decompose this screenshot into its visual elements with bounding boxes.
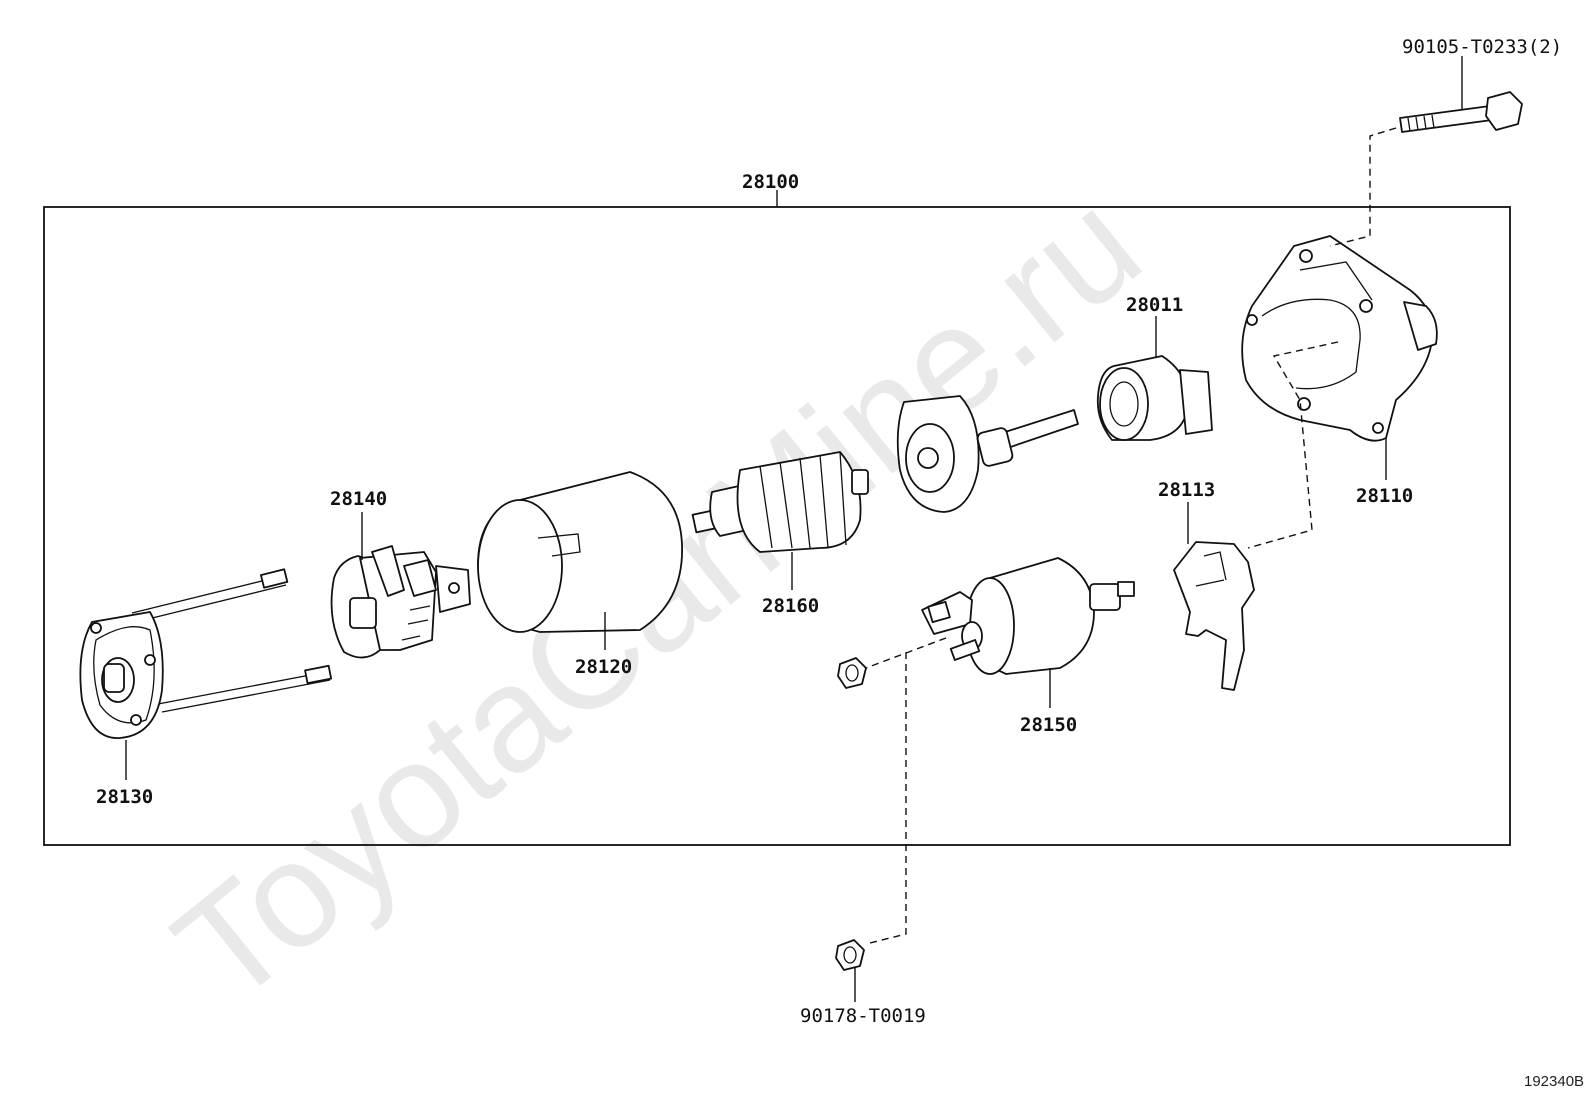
label-28110[interactable]: 28110 (1356, 485, 1413, 507)
label-90178-T0019[interactable]: 90178-T0019 (800, 1005, 926, 1027)
part-28160-armature[interactable] (691, 451, 869, 553)
label-28113[interactable]: 28113 (1158, 479, 1215, 501)
label-28160[interactable]: 28160 (762, 595, 819, 617)
part-28011-clutch[interactable] (1096, 355, 1213, 441)
dash-housing-to-lever (1247, 341, 1339, 549)
part-28140-brush-holder[interactable] (330, 545, 471, 659)
label-assembly[interactable]: 28100 (742, 171, 799, 193)
part-90178-T0019-nut[interactable] (835, 939, 865, 971)
part-28120-yoke[interactable] (477, 471, 683, 633)
label-28011[interactable]: 28011 (1126, 294, 1183, 316)
label-28120[interactable]: 28120 (575, 656, 632, 678)
part-28113-drive-lever[interactable] (1173, 541, 1255, 691)
part-28130-end-frame[interactable] (79, 568, 333, 739)
label-28140[interactable]: 28140 (330, 488, 387, 510)
part-nut-solenoid[interactable] (837, 657, 867, 689)
part-center-bracket-shaft[interactable] (896, 395, 1079, 513)
part-90105-T0233-bolt[interactable] (1399, 91, 1523, 133)
reference-code: 192340B (1524, 1073, 1584, 1090)
dash-nut-vertical (865, 652, 907, 945)
label-28150[interactable]: 28150 (1020, 714, 1077, 736)
dash-bolt-to-housing (1329, 127, 1397, 247)
part-28110-drive-housing[interactable] (1241, 235, 1438, 442)
part-28150-solenoid[interactable] (921, 557, 1135, 675)
label-90105-T0233[interactable]: 90105-T0233(2) (1402, 36, 1562, 58)
label-28130[interactable]: 28130 (96, 786, 153, 808)
